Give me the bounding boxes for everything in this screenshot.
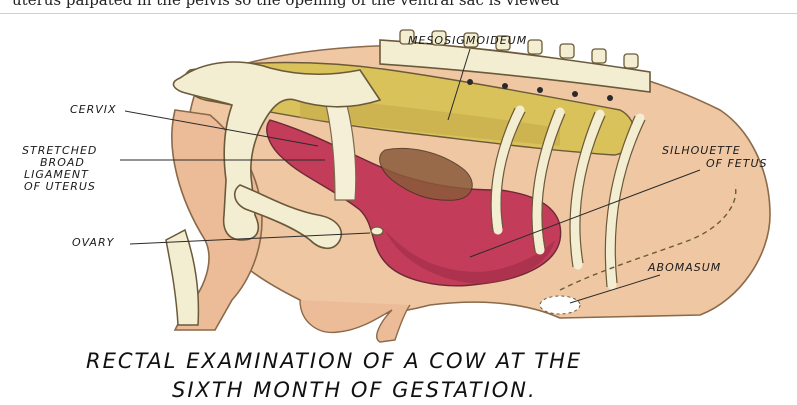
label-cervix: CERVIX — [70, 104, 117, 116]
caption-line-2: SIXTH MONTH OF GESTATION. — [172, 378, 537, 402]
anatomical-illustration — [0, 14, 797, 344]
label-abomasum: ABOMASUM — [648, 262, 721, 274]
label-silhouette: SILHOUETTE — [662, 145, 741, 157]
lower-leg-bone — [166, 230, 198, 325]
ovary — [371, 227, 383, 235]
label-of-fetus: OF FETUS — [706, 158, 768, 170]
top-cropped-text: uterus palpated in the pelvis so the ope… — [12, 0, 559, 9]
label-of-uterus: OF UTERUS — [24, 181, 96, 193]
caption-line-1: RECTAL EXAMINATION OF A COW AT THE — [86, 349, 582, 373]
top-cropped-text-strip: uterus palpated in the pelvis so the ope… — [0, 0, 797, 14]
label-ovary: OVARY — [72, 237, 114, 249]
label-mesosigmoideum: MESOSIGMOIDEUM — [408, 35, 527, 47]
abomasum-highlight — [540, 296, 580, 314]
udder — [300, 300, 410, 342]
